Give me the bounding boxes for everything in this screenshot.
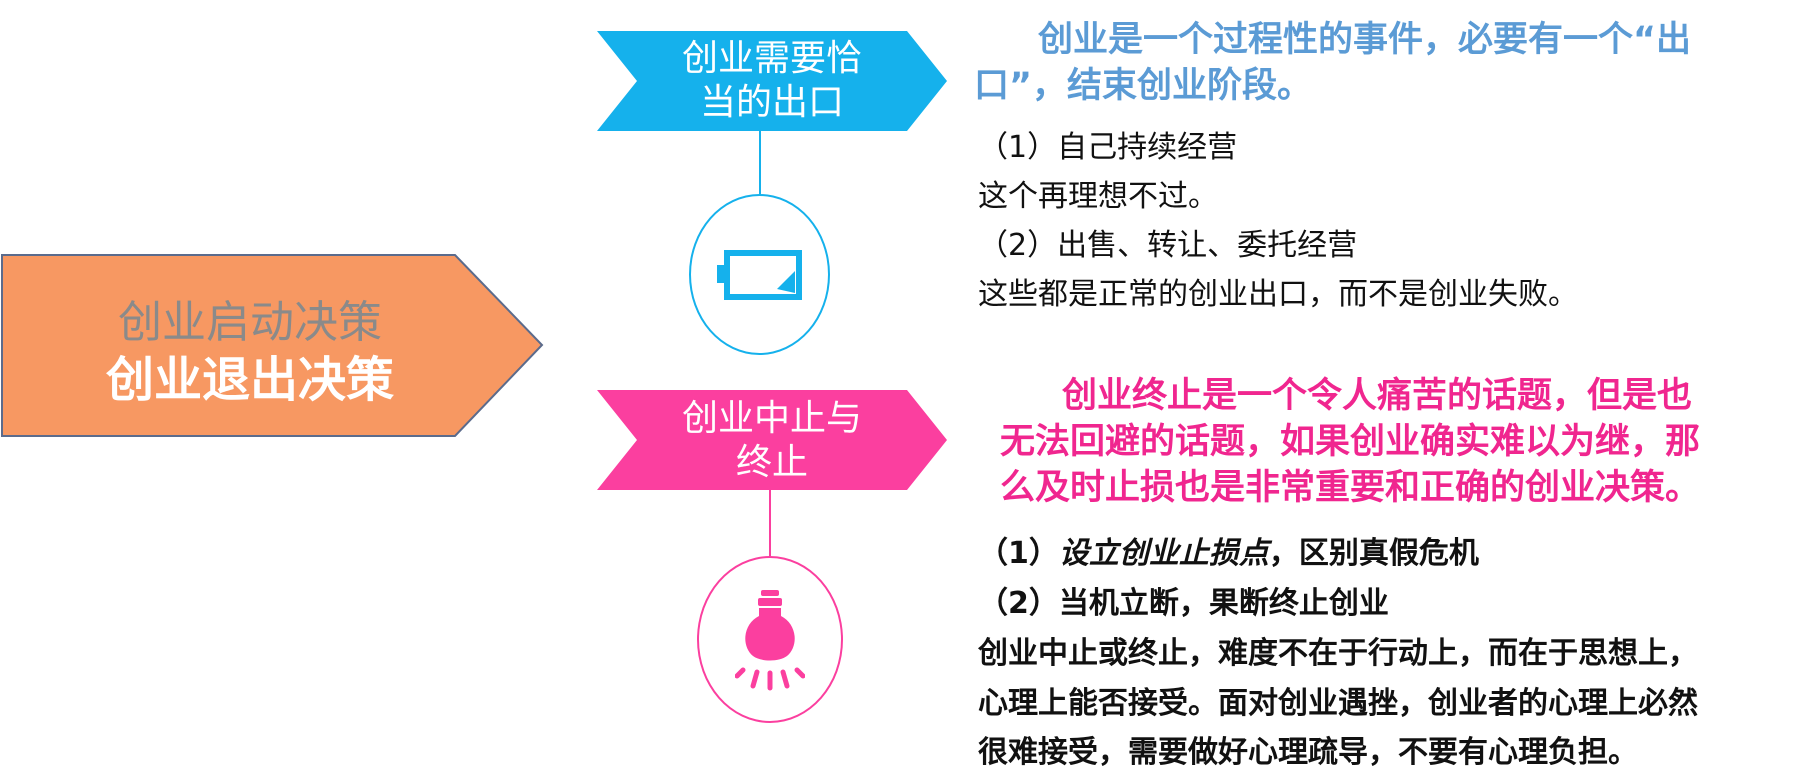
stop-icon-circle xyxy=(697,556,843,723)
exit-chevron xyxy=(597,31,947,131)
exit-item-2: （2）出售、转让、委托经营 xyxy=(978,228,1358,263)
stop-para-line1: 创业中止或终止，难度不在于行动上，而在于思想上， xyxy=(978,636,1698,671)
stop-para-line2: 心理上能否接受。面对创业遇挫，创业者的心理上必然 xyxy=(978,686,1698,721)
exit-connector-line xyxy=(759,131,761,194)
exit-icon-circle xyxy=(689,194,830,355)
main-title-exit-decision: 创业退出决策 xyxy=(105,352,394,408)
stop-chevron xyxy=(597,390,947,490)
exit-item-1: （1）自己持续经营 xyxy=(978,130,1238,165)
stop-item-1-prefix: （1） xyxy=(978,536,1059,571)
main-title-startup-decision: 创业启动决策 xyxy=(118,297,382,348)
exit-heading-line1: 创业是一个过程性的事件，必要有一个“出 xyxy=(1038,20,1692,60)
main-arrow-shape xyxy=(1,254,544,437)
lightbulb-icon xyxy=(735,589,805,690)
stop-para-line3: 很难接受，需要做好心理疏导，不要有心理负担。 xyxy=(978,735,1638,770)
stop-connector-line xyxy=(769,490,771,556)
exit-label-line2: 当的出口 xyxy=(699,82,844,123)
stop-heading-line2: 无法回避的话题，如果创业确实难以为继，那 xyxy=(1000,422,1701,462)
exit-item-2-desc: 这些都是正常的创业出口，而不是创业失败。 xyxy=(978,277,1578,312)
exit-label-line1: 创业需要恰 xyxy=(681,38,862,79)
stop-label-line1: 创业中止与 xyxy=(681,398,862,439)
stop-item-1-emphasis: 设立创业止损点 xyxy=(1058,536,1269,571)
battery-icon xyxy=(716,249,802,300)
stop-label-line2: 终止 xyxy=(735,442,808,483)
exit-heading-line2: 口”，结束创业阶段。 xyxy=(974,66,1313,106)
stop-item-1: （1）设立创业止损点，区别真假危机 xyxy=(978,530,1479,578)
stop-heading-line1: 创业终止是一个令人痛苦的话题，但是也 xyxy=(1062,376,1693,416)
stop-heading-line3: 么及时止损也是非常重要和正确的创业决策。 xyxy=(1000,468,1701,508)
stop-item-2: （2）当机立断，果断终止创业 xyxy=(978,586,1389,621)
stop-item-1-suffix: ，区别真假危机 xyxy=(1268,536,1479,571)
exit-item-1-desc: 这个再理想不过。 xyxy=(978,179,1218,214)
